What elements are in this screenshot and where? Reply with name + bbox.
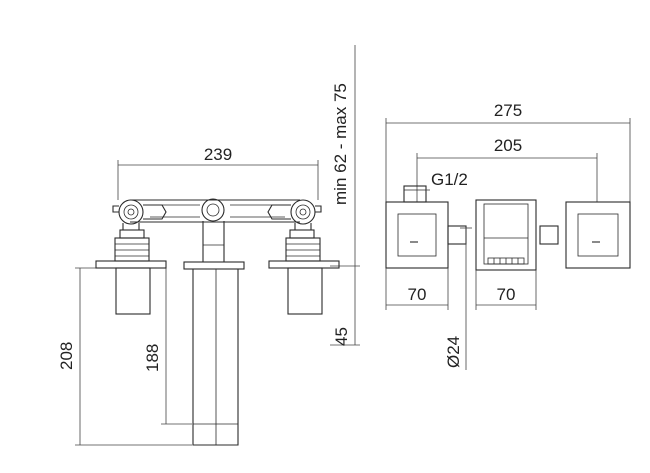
dimension-205: 205 <box>416 136 598 202</box>
dimension-205-label: 205 <box>494 136 522 155</box>
dimension-275-label: 275 <box>494 101 522 120</box>
left-block <box>385 201 467 269</box>
center-body <box>475 199 537 271</box>
front-view: 239 min 62 - max 75 45 208 188 <box>57 45 360 446</box>
right-block <box>539 201 631 269</box>
dimension-70-center-label: 70 <box>497 285 516 304</box>
dimension-239: 239 <box>117 145 319 200</box>
dimension-diameter: Ø24 <box>444 227 472 370</box>
dimension-208: 208 <box>57 267 192 446</box>
center-spout <box>183 198 245 446</box>
dimension-diameter-label: Ø24 <box>444 336 463 368</box>
dimension-275: 275 <box>385 101 631 202</box>
left-valve <box>95 199 167 315</box>
dimension-70-left-label: 70 <box>408 285 427 304</box>
thread-label: G1/2 <box>431 170 468 189</box>
right-valve <box>267 199 340 315</box>
thread-callout: G1/2 <box>403 170 468 203</box>
dimension-239-label: 239 <box>204 145 232 164</box>
dimension-height-range-label: min 62 - max 75 <box>331 83 350 205</box>
mounting-bar <box>130 199 300 223</box>
dimension-70-center: 70 <box>475 270 537 310</box>
dimension-45: 45 <box>330 266 360 346</box>
plan-view: 275 205 G1/2 <box>385 101 631 370</box>
dimension-188: 188 <box>143 268 192 425</box>
dimension-45-label: 45 <box>332 327 351 346</box>
dimension-height-range: min 62 - max 75 <box>330 45 360 267</box>
dimension-70-left: 70 <box>385 268 449 310</box>
dimension-208-label: 208 <box>57 342 76 370</box>
dimension-188-label: 188 <box>143 344 162 372</box>
